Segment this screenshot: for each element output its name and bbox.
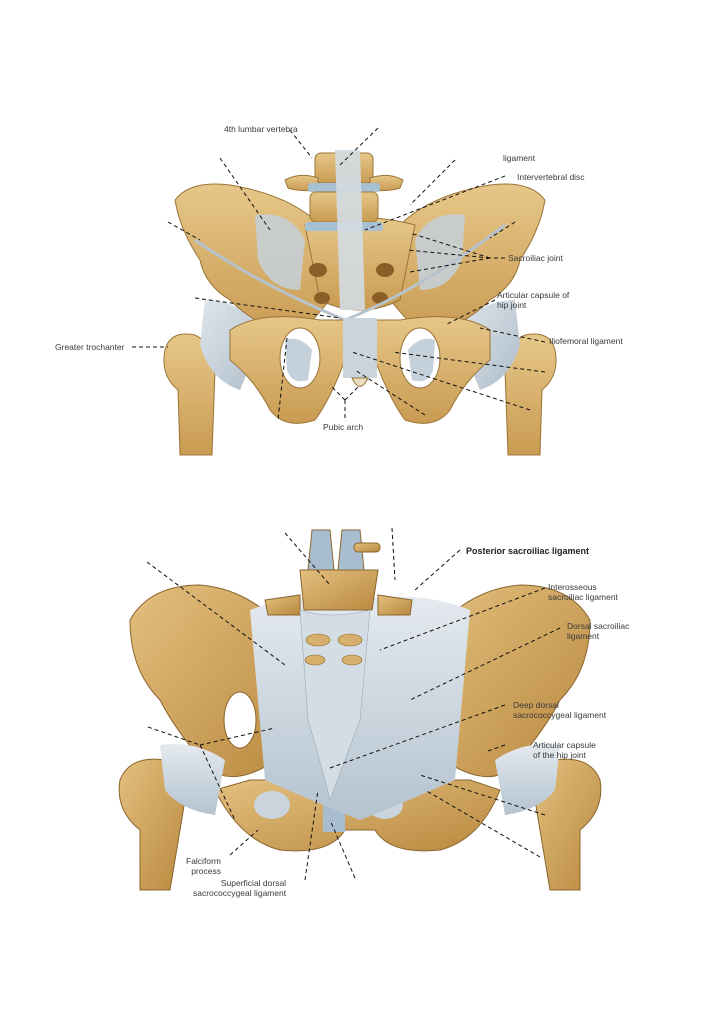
label-dorsal-sacroiliac-ligament: Dorsal sacroiliac ligament: [567, 621, 630, 641]
label-4th-lumbar-vertebra: 4th lumbar vertebra: [224, 124, 298, 134]
label-superficial-dorsal-sacrococcygeal-ligament: Superficial dorsal sacrococcygeal ligame…: [193, 878, 287, 898]
anterior-pelvis-figure: 4th lumbar vertebra ligament Interverteb…: [0, 110, 719, 470]
label-intervertebral-disc: Intervertebral disc: [517, 172, 585, 182]
label-pubic-arch: Pubic arch: [323, 422, 364, 432]
label-deep-dorsal-sacrococcygeal-ligament: Deep dorsal sacrococcygeal ligament: [513, 700, 607, 720]
label-posterior-sacroiliac-ligament: Posterior sacroiliac ligament: [466, 546, 590, 556]
label-articular-capsule-hip-joint: Articular capsule of hip joint: [497, 290, 570, 310]
anterior-pelvis-illustration: [132, 127, 557, 456]
posterior-pelvis-illustration: [118, 527, 602, 891]
label-iliofemoral-ligament: Iliofemoral ligament: [549, 336, 623, 346]
label-greater-trochanter: Greater trochanter: [55, 342, 125, 352]
label-ligament: ligament: [503, 153, 536, 163]
label-interosseous-sacroiliac-ligament: Interosseous sacroiliac ligament: [548, 582, 618, 602]
label-sacroiliac-joint: Sacroiliac joint: [508, 253, 563, 263]
label-falciform-process: Falciform process: [186, 856, 221, 876]
label-articular-capsule-of-hip-joint: Articular capsule of the hip joint: [533, 740, 596, 760]
posterior-pelvis-figure: Posterior sacroiliac ligament Interosseo…: [0, 520, 719, 910]
